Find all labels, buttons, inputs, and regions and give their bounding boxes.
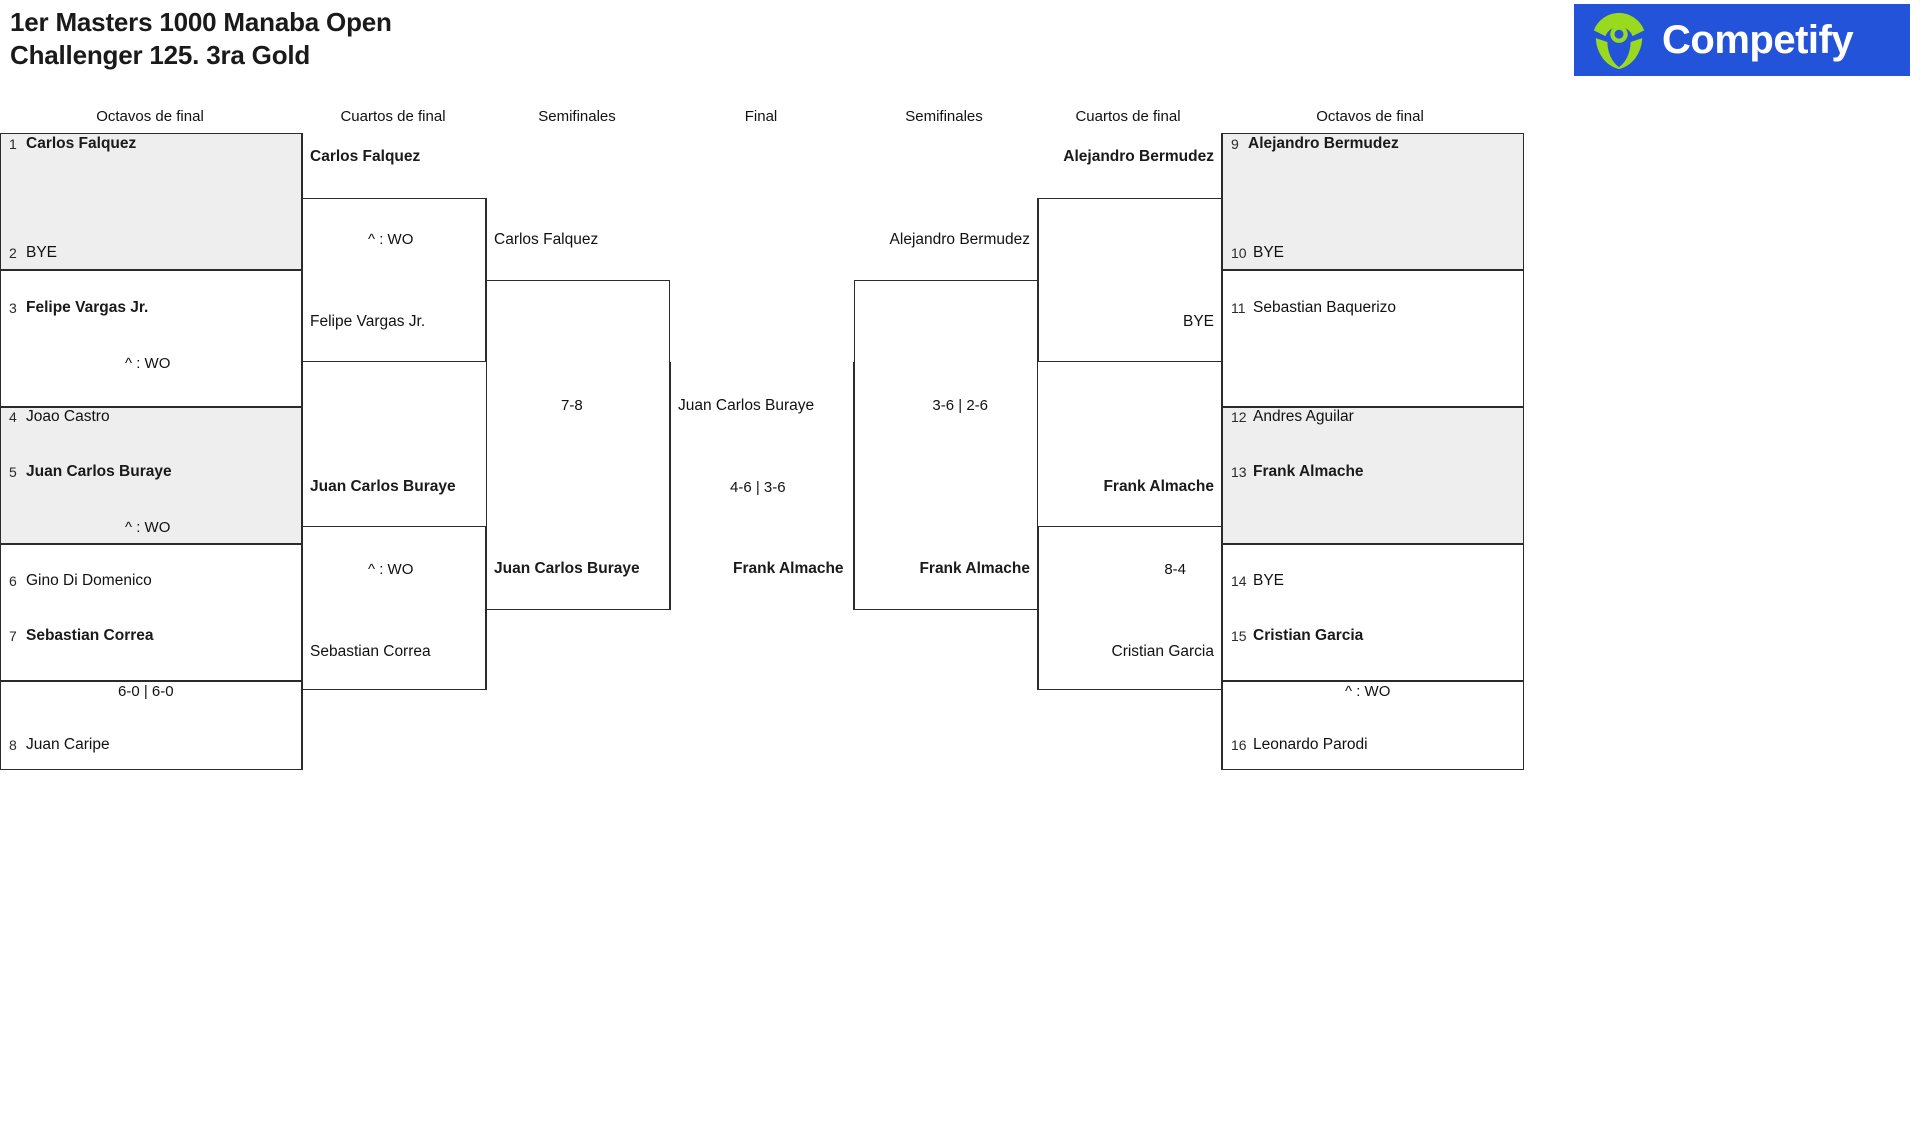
- match-box-right-qf-1[interactable]: [1038, 198, 1222, 362]
- player-name[interactable]: Sebastian Correa: [26, 627, 154, 644]
- match-score: ^ : WO: [1345, 683, 1391, 700]
- connector-spine: [302, 362, 303, 526]
- seed-number: 12: [1231, 409, 1247, 425]
- match-score: ^ : WO: [368, 561, 414, 578]
- seed-number: 9: [1231, 136, 1239, 152]
- player-name[interactable]: Juan Caripe: [26, 736, 110, 753]
- match-cell-right-oct-2[interactable]: [1222, 270, 1524, 407]
- player-name[interactable]: Juan Carlos Buraye: [26, 463, 172, 480]
- match-score: 8-4: [1164, 561, 1186, 578]
- player-name[interactable]: Sebastian Correa: [310, 643, 431, 660]
- seed-number: 16: [1231, 737, 1247, 753]
- player-name-finalist[interactable]: Juan Carlos Buraye: [678, 397, 815, 414]
- match-cell-left-oct-1[interactable]: [0, 133, 302, 270]
- page-title: 1er Masters 1000 Manaba Open Challenger …: [10, 7, 392, 71]
- person-circle-icon: [1588, 9, 1650, 71]
- match-box-left-sf[interactable]: [486, 280, 670, 610]
- player-name[interactable]: BYE: [26, 244, 58, 261]
- competify-logo: Competify: [1574, 4, 1910, 76]
- match-cell-right-oct-4[interactable]: [1222, 544, 1524, 681]
- connector-spine: [1221, 133, 1222, 198]
- seed-number: 15: [1231, 628, 1247, 644]
- connector-spine: [486, 610, 487, 690]
- player-name[interactable]: Alejandro Bermudez: [889, 231, 1030, 248]
- round-header-octavos-left: Octavos de final: [96, 108, 204, 125]
- round-header-semis-left: Semifinales: [538, 108, 616, 125]
- player-name[interactable]: Sebastian Baquerizo: [1253, 299, 1397, 316]
- round-header-cuartos-right: Cuartos de final: [1075, 108, 1181, 125]
- match-score: 3-6 | 2-6: [932, 397, 988, 414]
- round-header-octavos-right: Octavos de final: [1316, 108, 1424, 125]
- player-name[interactable]: BYE: [1253, 572, 1285, 589]
- connector-spine: [1221, 362, 1222, 526]
- player-name[interactable]: Leonardo Parodi: [1253, 736, 1368, 753]
- match-box-left-qf-1[interactable]: [302, 198, 486, 362]
- seed-number: 11: [1231, 300, 1246, 316]
- player-name-champion[interactable]: Frank Almache: [733, 560, 844, 577]
- match-cell-right-oct-4-tail: [1222, 681, 1524, 770]
- player-name[interactable]: Joao Castro: [26, 408, 110, 425]
- match-cell-right-oct-3[interactable]: [1222, 407, 1524, 544]
- player-name[interactable]: Juan Carlos Buraye: [310, 478, 456, 495]
- round-header-cuartos-left: Cuartos de final: [340, 108, 446, 125]
- player-name[interactable]: Alejandro Bermudez: [1248, 135, 1399, 152]
- match-score-final: 4-6 | 3-6: [730, 479, 786, 496]
- match-box-left-qf-2[interactable]: [302, 526, 486, 690]
- connector-spine: [302, 690, 303, 770]
- match-cell-right-oct-1[interactable]: [1222, 133, 1524, 270]
- match-score: 7-8: [561, 397, 583, 414]
- match-cell-left-oct-4[interactable]: [0, 544, 302, 681]
- connector-spine: [1037, 198, 1038, 280]
- seed-number: 5: [9, 464, 17, 480]
- seed-number: 8: [9, 737, 17, 753]
- seed-number: 1: [9, 136, 17, 152]
- logo-wordmark: Competify: [1662, 18, 1854, 62]
- connector-spine: [302, 133, 303, 198]
- seed-number: 14: [1231, 573, 1247, 589]
- player-name[interactable]: Felipe Vargas Jr.: [26, 299, 149, 316]
- connector-spine: [486, 198, 487, 280]
- player-name[interactable]: Carlos Falquez: [310, 148, 421, 165]
- round-header-final: Final: [744, 108, 778, 125]
- player-name[interactable]: Frank Almache: [1103, 478, 1214, 495]
- player-name[interactable]: Felipe Vargas Jr.: [310, 313, 426, 330]
- seed-number: 3: [9, 300, 17, 316]
- seed-number: 13: [1231, 464, 1247, 480]
- match-cell-left-oct-3[interactable]: [0, 407, 302, 544]
- player-name[interactable]: Frank Almache: [919, 560, 1030, 577]
- seed-number: 7: [9, 628, 17, 644]
- match-score: ^ : WO: [368, 231, 414, 248]
- seed-number: 4: [9, 409, 17, 425]
- match-score: ^ : WO: [125, 519, 171, 536]
- player-name[interactable]: Frank Almache: [1253, 463, 1364, 480]
- match-score: 6-0 | 6-0: [118, 683, 174, 700]
- match-cell-left-oct-4-tail: [0, 681, 302, 770]
- match-box-final[interactable]: [670, 362, 854, 610]
- connector-spine: [1037, 610, 1038, 690]
- player-name[interactable]: Gino Di Domenico: [26, 572, 152, 589]
- player-name[interactable]: Juan Carlos Buraye: [494, 560, 640, 577]
- player-name[interactable]: Carlos Falquez: [494, 231, 599, 248]
- seed-number: 6: [9, 573, 17, 589]
- player-name[interactable]: BYE: [1182, 313, 1214, 330]
- seed-number: 2: [9, 245, 17, 261]
- match-cell-left-oct-2[interactable]: [0, 270, 302, 407]
- player-name[interactable]: Alejandro Bermudez: [1063, 148, 1214, 165]
- round-header-semis-right: Semifinales: [905, 108, 983, 125]
- player-name[interactable]: Carlos Falquez: [26, 135, 137, 152]
- match-box-right-qf-2[interactable]: [1038, 526, 1222, 690]
- player-name[interactable]: Andres Aguilar: [1253, 408, 1354, 425]
- player-name[interactable]: Cristian Garcia: [1253, 627, 1364, 644]
- player-name[interactable]: Cristian Garcia: [1111, 643, 1215, 660]
- match-score: ^ : WO: [125, 355, 171, 372]
- match-box-right-sf[interactable]: [854, 280, 1038, 610]
- player-name[interactable]: BYE: [1253, 244, 1285, 261]
- connector-spine: [1221, 690, 1222, 770]
- seed-number: 10: [1231, 245, 1247, 261]
